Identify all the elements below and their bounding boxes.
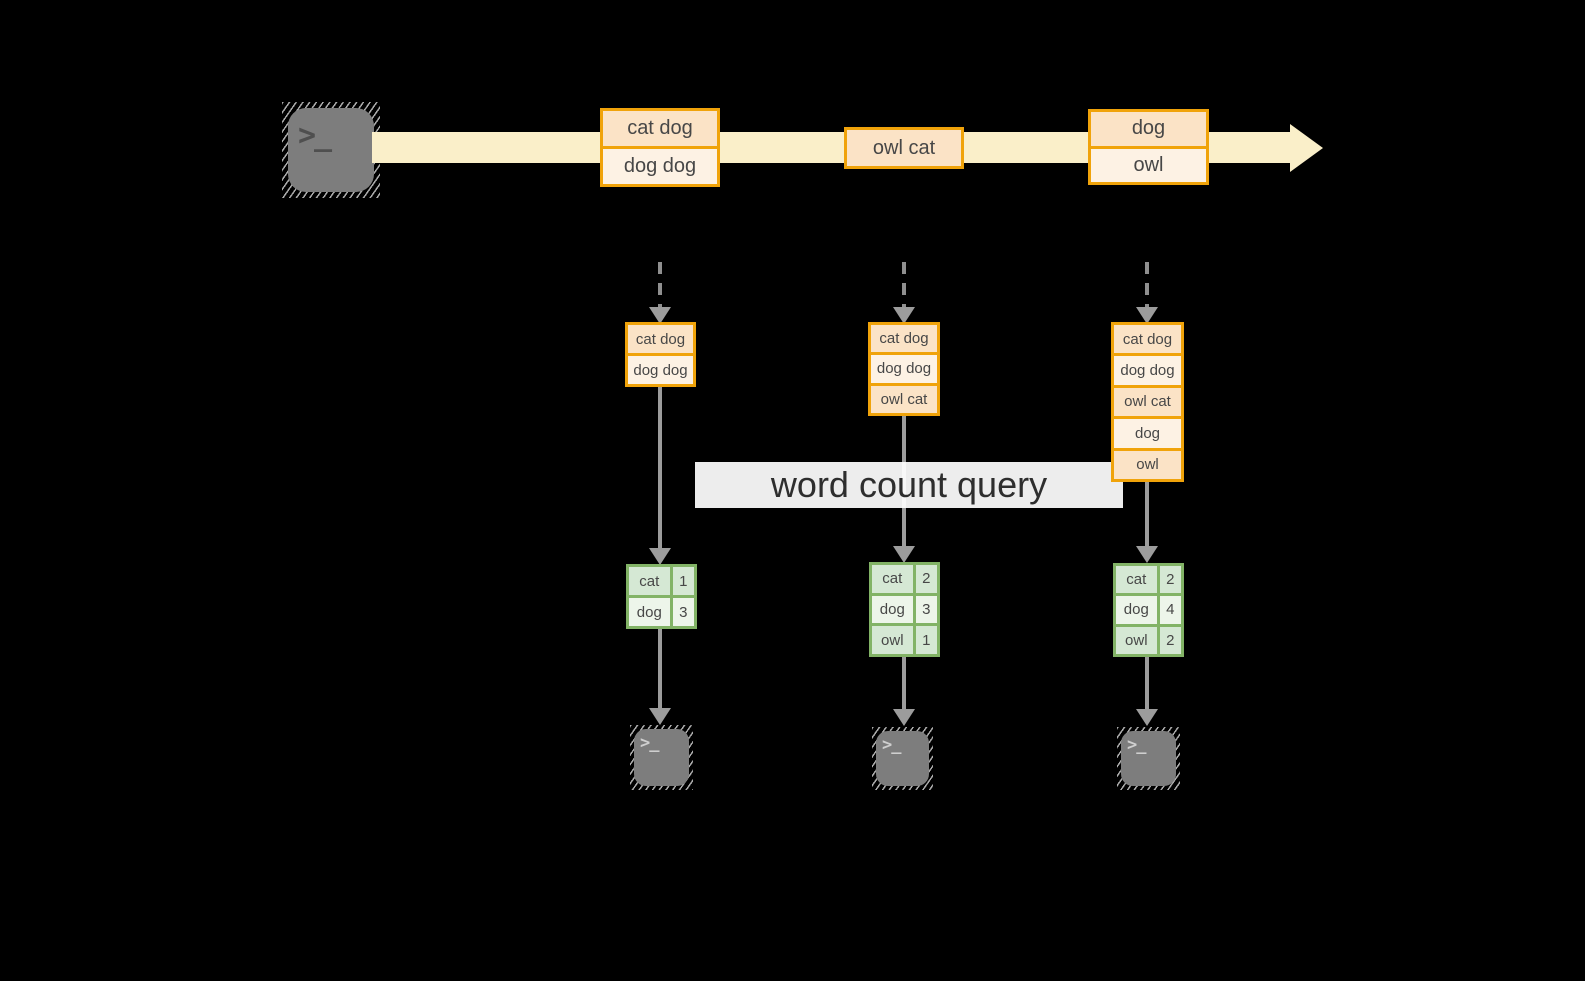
state-record: owl cat — [871, 385, 937, 413]
arrowhead-state-to-table-1 — [649, 548, 671, 565]
dashed-arrowhead-1 — [649, 307, 671, 324]
count-value: 4 — [1159, 596, 1181, 624]
count-value: 2 — [915, 565, 937, 593]
count-word: owl — [872, 626, 913, 654]
state-record: cat dog — [628, 325, 693, 353]
count-word: cat — [1116, 566, 1157, 594]
state-record: owl — [1114, 450, 1181, 479]
terminal-pane — [634, 729, 689, 786]
arrowhead-state-to-table-2 — [893, 546, 915, 563]
event-record: cat dog — [603, 111, 717, 146]
state-stack-3: cat dog dog dog owl cat dog owl — [1111, 322, 1184, 482]
arrow-line-state-to-table-3 — [1145, 482, 1149, 547]
count-table-2: cat 2 dog 3 owl 1 — [869, 562, 940, 657]
arrow-line-state-to-table-1 — [658, 387, 662, 549]
arrow-line-table-to-sink-1 — [658, 629, 662, 709]
state-record: cat dog — [871, 325, 937, 353]
state-record: dog dog — [1114, 356, 1181, 385]
sink-terminal-icon-1: >_ — [630, 725, 693, 790]
event-box-2: owl cat — [844, 127, 964, 169]
state-stack-2: cat dog dog dog owl cat — [868, 322, 940, 416]
count-value: 1 — [672, 567, 694, 595]
count-word: cat — [629, 567, 670, 595]
dashed-arrowhead-2 — [893, 307, 915, 324]
terminal-pane — [288, 108, 374, 192]
state-record: owl cat — [1114, 387, 1181, 417]
event-record: owl cat — [847, 130, 961, 166]
sink-terminal-icon-2: >_ — [872, 727, 933, 790]
count-value: 3 — [915, 595, 937, 624]
arrowhead-table-to-sink-1 — [649, 708, 671, 725]
terminal-prompt-glyph: >_ — [640, 733, 660, 753]
arrowhead-state-to-table-3 — [1136, 546, 1158, 563]
terminal-prompt-glyph: >_ — [298, 118, 332, 153]
terminal-prompt-glyph: >_ — [882, 735, 902, 755]
event-record: dog dog — [603, 149, 717, 184]
arrow-line-table-to-sink-2 — [902, 657, 906, 711]
dashed-arrow-line-1 — [658, 262, 662, 308]
count-word: dog — [872, 595, 913, 624]
count-word: dog — [1116, 596, 1157, 624]
dashed-arrowhead-3 — [1136, 307, 1158, 324]
dashed-arrow-line-2 — [902, 262, 906, 308]
count-table-1: cat 1 dog 3 — [626, 564, 697, 629]
source-terminal-icon: >_ — [282, 102, 380, 198]
count-value: 3 — [672, 598, 694, 626]
state-record: dog dog — [871, 355, 937, 383]
count-word: cat — [872, 565, 913, 593]
sink-terminal-icon-3: >_ — [1117, 727, 1180, 790]
count-value: 2 — [1159, 566, 1181, 594]
event-record: owl — [1091, 148, 1206, 182]
arrowhead-table-to-sink-2 — [893, 709, 915, 726]
arrowhead-table-to-sink-3 — [1136, 709, 1158, 726]
count-value: 2 — [1159, 626, 1181, 654]
count-table-3: cat 2 dog 4 owl 2 — [1113, 563, 1184, 657]
stream-arrowhead — [1290, 124, 1323, 172]
count-word: dog — [629, 598, 670, 626]
count-word: owl — [1116, 626, 1157, 654]
terminal-prompt-glyph: >_ — [1127, 735, 1147, 755]
query-label: word count query — [695, 462, 1123, 508]
terminal-pane — [1121, 731, 1176, 786]
state-stack-1: cat dog dog dog — [625, 322, 696, 387]
state-record: dog dog — [628, 356, 693, 384]
state-record: cat dog — [1114, 325, 1181, 354]
terminal-pane — [876, 731, 929, 786]
event-box-1: cat dog dog dog — [600, 108, 720, 187]
count-value: 1 — [915, 626, 937, 654]
arrow-line-table-to-sink-3 — [1145, 657, 1149, 711]
state-record: dog — [1114, 419, 1181, 448]
event-box-3: dog owl — [1088, 109, 1209, 185]
dashed-arrow-line-3 — [1145, 262, 1149, 308]
event-record: dog — [1091, 112, 1206, 146]
